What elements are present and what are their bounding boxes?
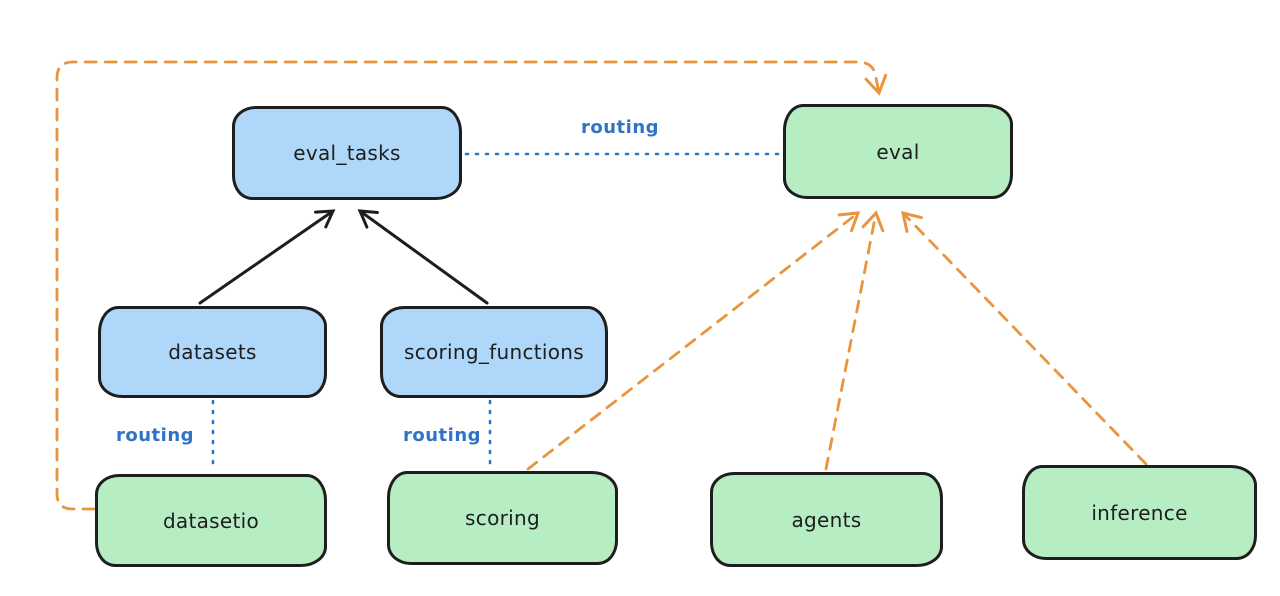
node-inference: inference (1022, 465, 1257, 560)
node-eval-label: eval (876, 139, 920, 164)
node-eval: eval (783, 104, 1013, 199)
edge-datasets-to-evaltasks (198, 209, 336, 305)
node-agents: agents (710, 472, 943, 567)
routing-label-evaltasks-eval: routing (580, 117, 660, 138)
routing-label-scoringfunctions-scoring: routing (402, 425, 482, 446)
node-scoring: scoring (387, 471, 618, 565)
routing-label-datasets-datasetio: routing (115, 425, 195, 446)
node-datasets-label: datasets (168, 340, 257, 364)
node-eval-tasks: eval_tasks (232, 106, 462, 200)
node-inference-label: inference (1091, 500, 1188, 525)
node-datasets: datasets (98, 306, 327, 398)
edge-agents-to-eval (824, 210, 885, 471)
node-scoring-label: scoring (465, 506, 540, 530)
node-datasetio: datasetio (95, 474, 327, 567)
node-scoring-functions-label: scoring_functions (403, 340, 585, 364)
node-scoring-functions: scoring_functions (380, 306, 608, 398)
node-agents-label: agents (791, 507, 862, 532)
node-datasetio-label: datasetio (162, 508, 260, 533)
node-eval-tasks-label: eval_tasks (293, 141, 401, 165)
edge-scoringfunctions-to-evaltasks (357, 209, 489, 305)
edge-inference-to-eval (901, 210, 1148, 466)
